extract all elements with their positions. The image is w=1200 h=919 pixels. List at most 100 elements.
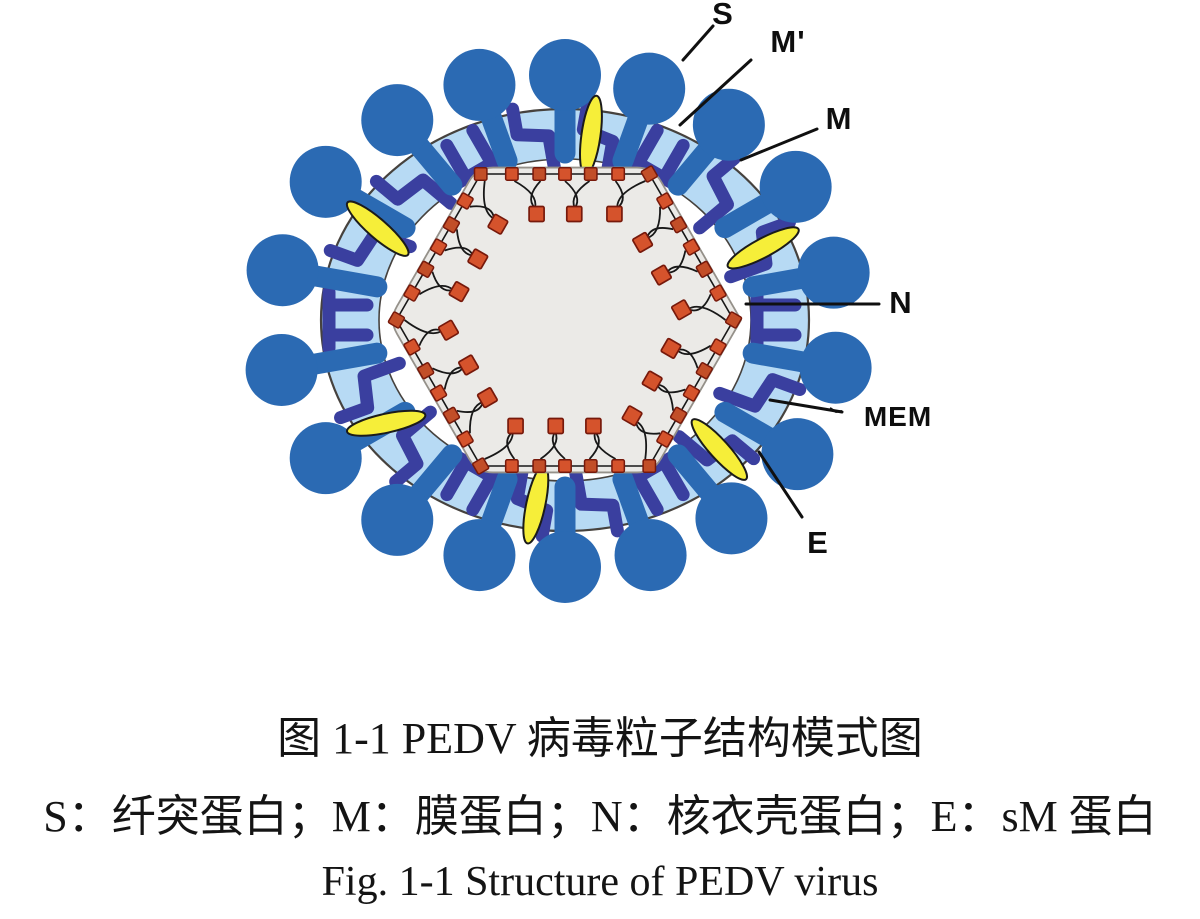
- label-pointer-line: [768, 398, 844, 414]
- n-protein-square: [442, 216, 461, 234]
- n-protein-square: [532, 167, 547, 181]
- label-e-envelope-protein: E: [807, 525, 829, 560]
- n-protein-square: [429, 384, 448, 402]
- spike-protein: [361, 444, 463, 556]
- pointer-tick: [829, 407, 843, 414]
- n-protein-square: [611, 459, 626, 473]
- spike-protein: [443, 468, 518, 592]
- spike-protein: [361, 84, 463, 196]
- n-protein-square-inner: [467, 248, 489, 270]
- spike-protein: [714, 150, 832, 239]
- pointer-lines: [678, 24, 881, 519]
- m-protein-zigzag: [369, 173, 458, 210]
- n-protein-square-inner: [437, 319, 460, 341]
- e-protein-ellipse: [726, 226, 800, 270]
- spike-protein: [742, 236, 870, 309]
- label-n-nucleocapsid: N: [889, 285, 913, 320]
- e-protein-ellipse: [345, 409, 427, 437]
- n-protein-square: [695, 260, 713, 278]
- n-protein-square: [709, 284, 727, 302]
- caption-legend-zh: S：纤突蛋白；M：膜蛋白；N：核衣壳蛋白；E：sM 蛋白: [43, 792, 1157, 841]
- n-protein-square: [403, 338, 421, 356]
- spike-protein: [714, 401, 834, 491]
- spike-protein: [667, 88, 765, 196]
- spike-protein: [246, 234, 388, 307]
- n-protein-square: [640, 165, 658, 183]
- n-protein-square: [656, 430, 674, 448]
- label-pointer-line: [681, 24, 715, 62]
- n-protein-square-inner: [621, 405, 643, 427]
- n-protein-square-inner: [528, 205, 545, 223]
- n-protein-square-inner: [632, 231, 654, 253]
- n-protein-square: [472, 457, 490, 475]
- n-protein-square: [417, 260, 435, 278]
- spike-protein: [529, 39, 601, 164]
- caption-title-zh: 图 1-1 PEDV 病毒粒子结构模式图: [277, 714, 923, 763]
- m-protein-zigzag: [506, 102, 562, 177]
- n-protein-square-inner: [487, 213, 509, 235]
- e-protein-ellipse: [345, 200, 410, 257]
- n-protein-square-inner: [565, 205, 583, 223]
- label-s-spike-protein: S: [712, 0, 734, 31]
- label-m-prime-protein: M': [770, 24, 806, 59]
- label-pointer-line: [757, 450, 804, 519]
- m-protein-zigzag: [568, 463, 624, 538]
- spike-layer: [245, 39, 872, 603]
- label-pointer-line: [739, 127, 819, 162]
- n-protein-square: [682, 384, 701, 402]
- n-protein-square: [709, 338, 727, 356]
- spike-protein: [612, 468, 687, 592]
- spike-protein: [245, 333, 388, 406]
- caption-title-en: Fig. 1-1 Structure of PEDV virus: [321, 859, 879, 905]
- n-protein-square: [656, 192, 674, 210]
- n-protein-square: [456, 192, 474, 210]
- n-protein-square: [669, 216, 688, 234]
- n-protein-square: [583, 459, 598, 473]
- n-protein-square: [611, 167, 626, 181]
- label-m-membrane-protein: M: [825, 101, 853, 136]
- n-protein-square-inner: [660, 337, 682, 359]
- e-protein-layer: [345, 94, 800, 545]
- n-protein-square: [473, 167, 488, 181]
- n-protein-square-inner: [585, 417, 602, 435]
- spike-protein: [742, 331, 872, 404]
- n-protein-square: [442, 406, 461, 424]
- n-protein-square: [417, 362, 435, 380]
- n-protein-square-inner: [650, 264, 672, 286]
- n-protein-square: [532, 459, 547, 473]
- n-protein-square: [642, 459, 657, 473]
- spike-protein: [667, 444, 768, 555]
- n-protein-square-inner: [458, 354, 480, 376]
- label-pointer-line: [678, 58, 753, 127]
- m-protein-staple: [322, 285, 374, 355]
- n-protein-square: [387, 311, 406, 329]
- m-protein-zigzag: [334, 356, 406, 425]
- spike-protein: [443, 48, 518, 172]
- n-protein-square-inner: [670, 299, 693, 321]
- n-protein-square: [558, 167, 572, 181]
- e-protein-ellipse: [690, 418, 749, 481]
- n-protein-square-inner: [641, 370, 663, 392]
- n-protein-square: [558, 459, 572, 473]
- n-protein-square-inner: [507, 417, 524, 435]
- n-chain: [387, 165, 743, 475]
- n-protein-square-inner: [476, 387, 498, 409]
- n-protein-square-inner: [448, 281, 470, 303]
- n-protein-square: [403, 284, 421, 302]
- spike-protein: [612, 52, 686, 172]
- spike-protein: [289, 145, 416, 239]
- label-mem-membrane: MEM: [863, 401, 933, 432]
- n-protein-square: [682, 238, 701, 256]
- n-protein-square: [669, 406, 688, 424]
- n-protein-square: [429, 238, 448, 256]
- m-protein-zigzag: [713, 373, 807, 413]
- n-protein-square: [724, 311, 743, 329]
- pedv-virus-diagram: [245, 24, 881, 603]
- n-protein-square: [583, 167, 598, 181]
- n-protein-square: [456, 430, 474, 448]
- spike-protein: [529, 476, 601, 603]
- n-protein-square: [695, 362, 713, 380]
- n-protein-square-inner: [606, 205, 623, 223]
- n-protein-square: [504, 167, 519, 181]
